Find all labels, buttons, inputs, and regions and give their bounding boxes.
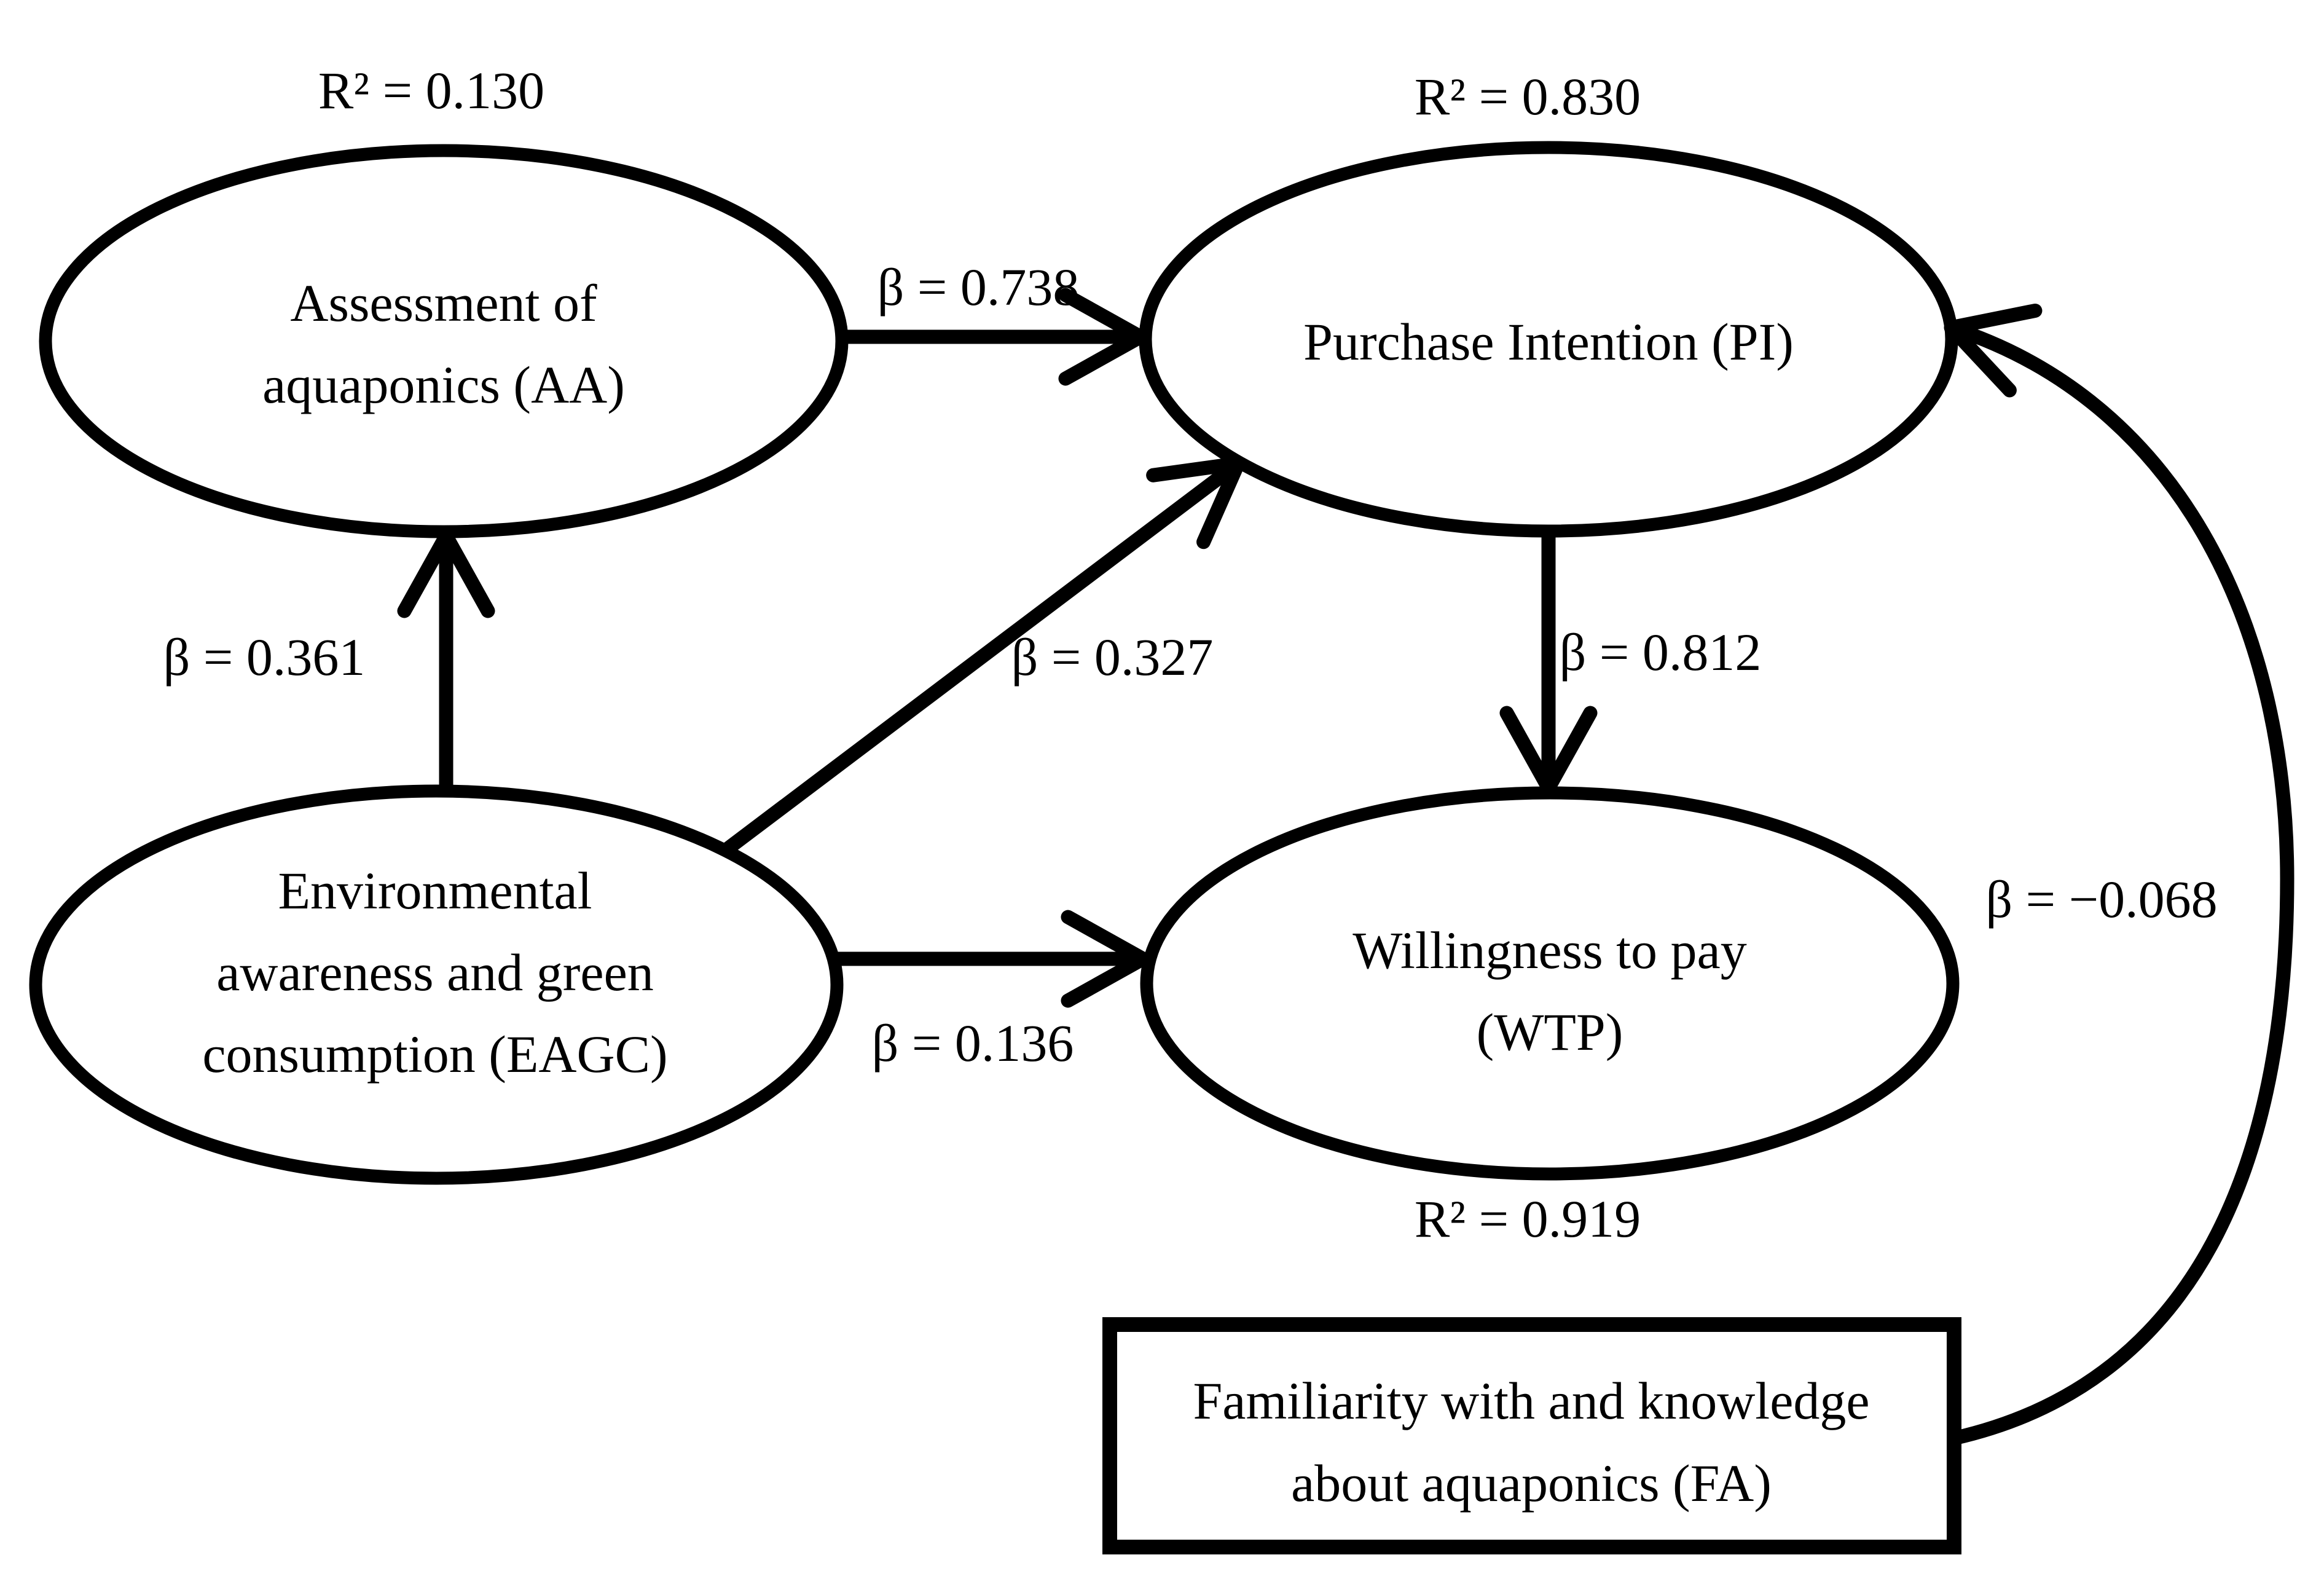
edge-eagc-to-pi-beta-label: β = 0.327	[1011, 628, 1214, 687]
node-wtp-label-line-2: (WTP)	[1477, 1002, 1623, 1061]
node-wtp-label-line-1: Willingness to pay	[1352, 921, 1746, 980]
node-fa-label-line-2: about aquaponics (FA)	[1291, 1454, 1772, 1513]
edge-eagc-to-pi-arrow	[721, 456, 1246, 857]
edge-pi-to-wtp-beta-label: β = 0.812	[1560, 623, 1762, 682]
edge-eagc-to-wtp-beta-label: β = 0.136	[872, 1014, 1074, 1073]
node-aa-label-line-1: Assessment of	[290, 274, 597, 333]
node-eagc-ellipse	[29, 784, 844, 1185]
node-fa-label-line-1: Familiarity with and knowledge	[1193, 1371, 1869, 1430]
node-eagc-label-line-1: Environmental	[278, 861, 592, 920]
node-aa-label-line-2: aquaponics (AA)	[262, 355, 625, 414]
node-eagc-label-line-2: awareness and green	[216, 943, 654, 1002]
edge-eagc-to-aa-beta-label: β = 0.361	[163, 628, 366, 687]
node-eagc-label-line-3: consumption (EAGC)	[202, 1025, 667, 1084]
node-pi-r2-label: R² = 0.830	[1415, 67, 1641, 126]
node-pi-label: Purchase Intention (PI)	[1303, 312, 1794, 371]
edge-fa-to-pi-curved-arrow	[1944, 304, 2295, 1446]
edge-aa-to-pi-beta-label: β = 0.738	[877, 258, 1080, 317]
edge-fa-to-pi-beta-label: β = −0.068	[1985, 870, 2217, 929]
node-wtp-r2-label: R² = 0.919	[1415, 1189, 1641, 1248]
node-aa-r2-label: R² = 0.130	[318, 61, 544, 120]
